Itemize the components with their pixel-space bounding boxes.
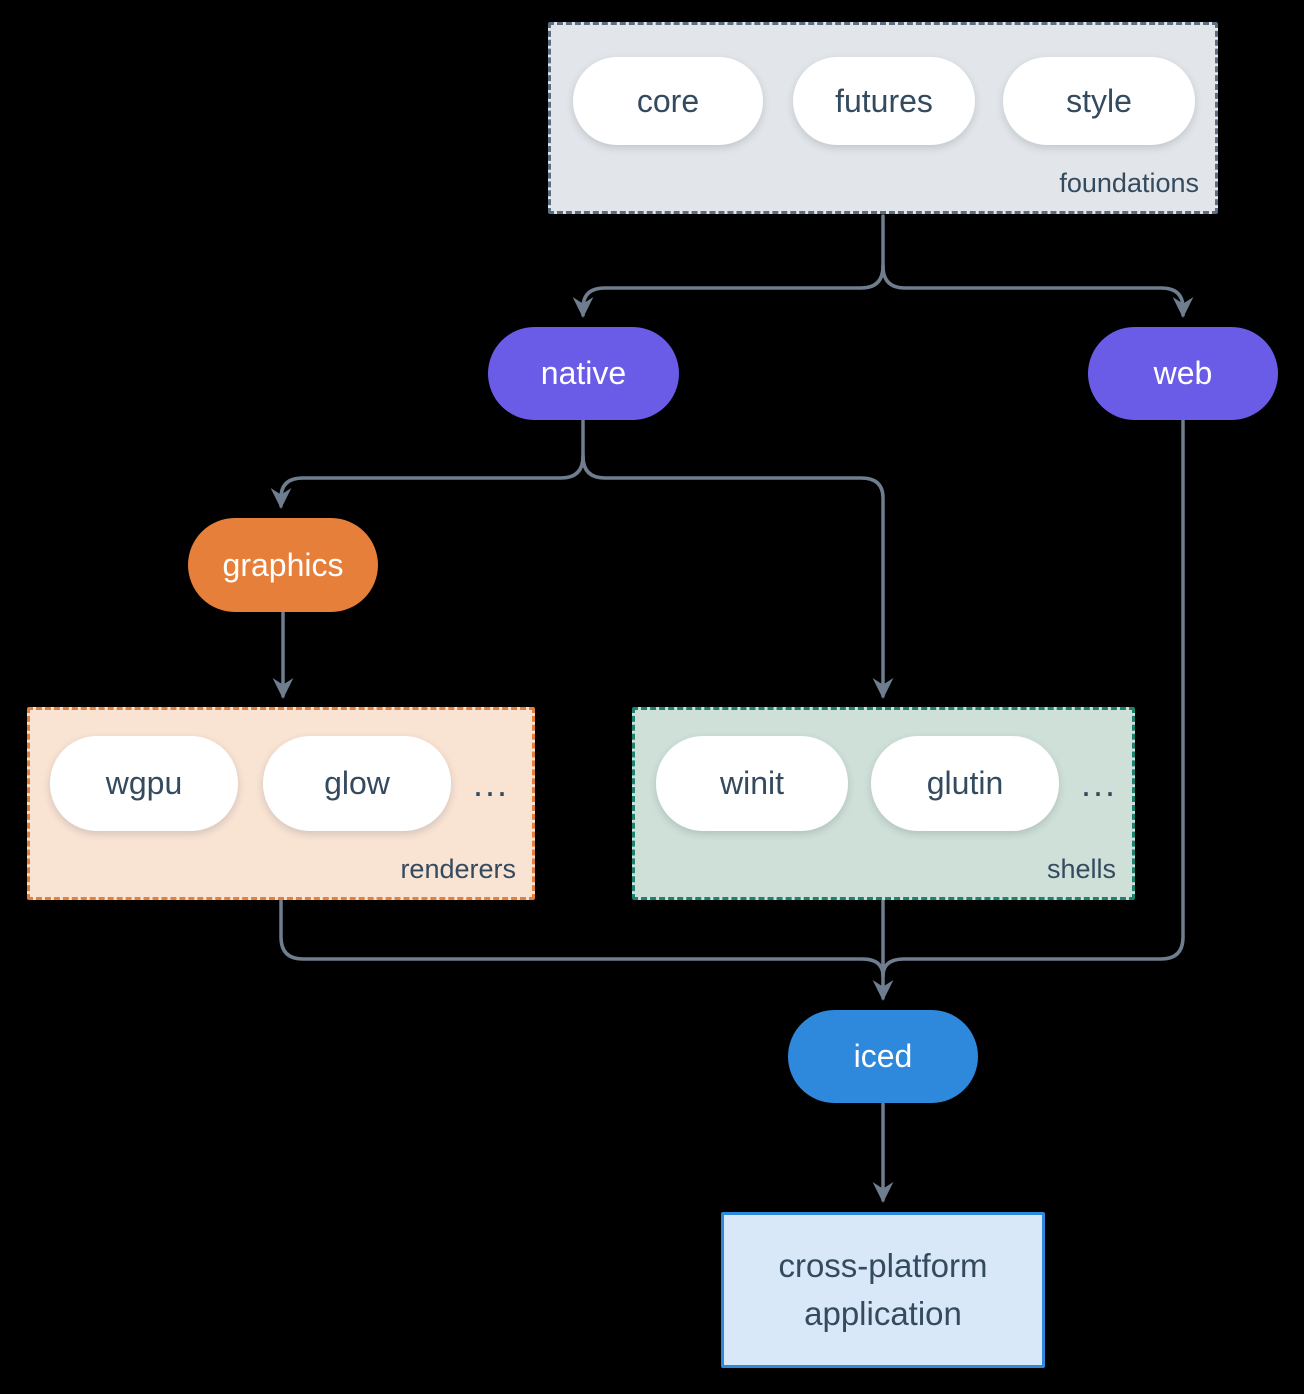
edge-native-shells [581,454,894,699]
pill-futures: futures [793,57,975,145]
pill-style: style [1003,57,1195,145]
pill-glutin: glutin [871,736,1059,831]
renderers-label: renderers [400,854,516,884]
pill-glow: glow [263,736,451,831]
foundations-label: foundations [1059,168,1199,198]
node-native: native [488,327,679,420]
foundations-group: core futures style foundations [548,22,1218,214]
application-line2: application [804,1295,962,1332]
pill-wgpu: wgpu [50,736,238,831]
cross-platform-application-box: cross-platform application [721,1212,1045,1368]
shells-ellipsis: ... [1081,762,1118,804]
node-graphics: graphics [188,518,378,612]
edge-foundations-web [881,264,1194,318]
node-web: web [1088,327,1278,420]
edge-native-graphics [270,454,585,509]
pill-winit: winit [656,736,848,831]
shells-label: shells [1046,854,1116,884]
edge-renderers-merge [279,899,885,978]
edge-web-merge [881,419,1185,978]
node-iced: iced [788,1010,978,1103]
shells-group: winit glutin ... shells [632,707,1135,900]
edge-foundations-native [572,264,885,318]
application-line1: cross-platform [778,1247,988,1284]
renderers-ellipsis: ... [473,762,510,804]
pill-core: core [573,57,763,145]
renderers-group: wgpu glow ... renderers [27,707,535,900]
